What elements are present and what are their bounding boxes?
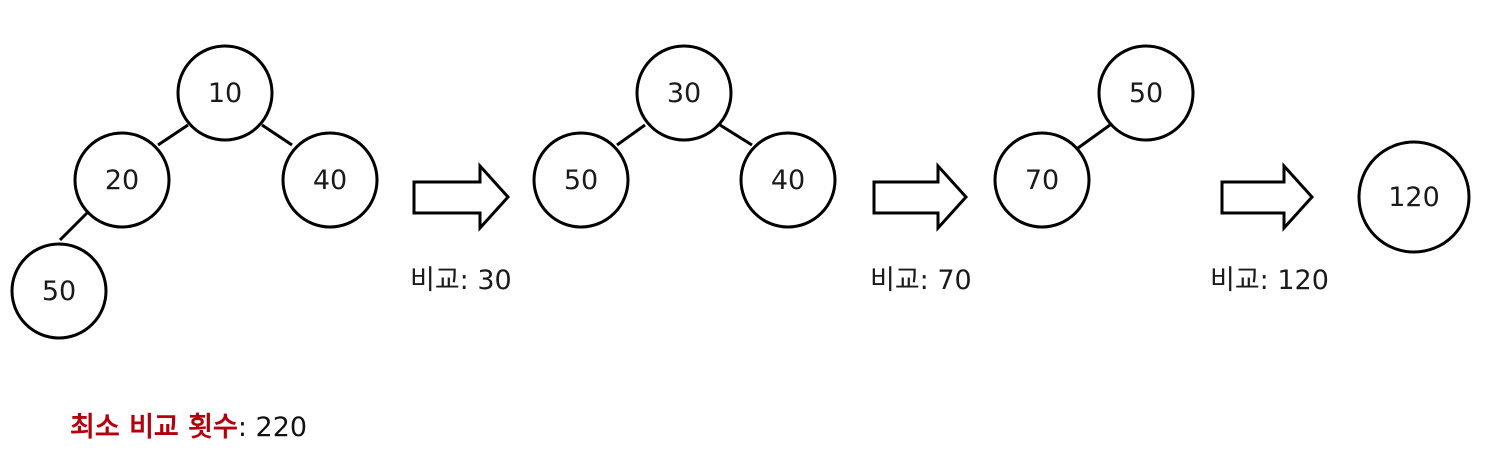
tree-node (635, 44, 733, 142)
node-label: 10 (208, 78, 242, 109)
edge-30-40 (719, 123, 753, 147)
tree-node (176, 44, 274, 142)
node-label: 50 (42, 276, 76, 307)
tree-step-1: 10 20 40 50 (10, 44, 379, 340)
edge-50-70 (1077, 123, 1111, 150)
edge-10-20 (157, 123, 189, 147)
tree-step-2: 30 50 40 (532, 44, 837, 229)
tree-step-3: 50 70 (993, 44, 1195, 229)
comparison-label: 비교: 70 (870, 265, 972, 296)
edge-10-40 (261, 123, 293, 147)
node-label: 20 (105, 165, 139, 196)
arrow-right-icon (872, 162, 969, 232)
tree-node (281, 131, 379, 229)
tree-node (993, 131, 1091, 229)
comparison-label: 비교: 30 (410, 265, 512, 296)
summary-label: 최소 비교 횟수 (70, 412, 238, 443)
comparison-label: 비교: 120 (1210, 265, 1329, 296)
tree-step-4: 120 (1357, 140, 1471, 254)
arrow-right-icon (412, 162, 511, 232)
min-comparisons-summary: 최소 비교 횟수: 220 (70, 405, 307, 444)
node-label: 30 (667, 78, 701, 109)
tree-node (1357, 140, 1471, 254)
node-label: 40 (771, 165, 805, 196)
node-label: 70 (1025, 165, 1059, 196)
edge-20-50 (58, 211, 89, 242)
node-label: 50 (1129, 78, 1163, 109)
summary-value: 220 (255, 412, 308, 443)
node-label: 50 (564, 165, 598, 196)
edge-30-50 (616, 123, 646, 147)
node-label: 120 (1388, 182, 1440, 213)
tree-node (739, 131, 837, 229)
tree-node (73, 131, 171, 229)
tree-node (10, 242, 108, 340)
node-label: 40 (313, 165, 347, 196)
tree-node (532, 131, 630, 229)
summary-separator: : (237, 412, 256, 443)
arrow-right-icon (1220, 162, 1315, 232)
tree-node (1097, 44, 1195, 142)
